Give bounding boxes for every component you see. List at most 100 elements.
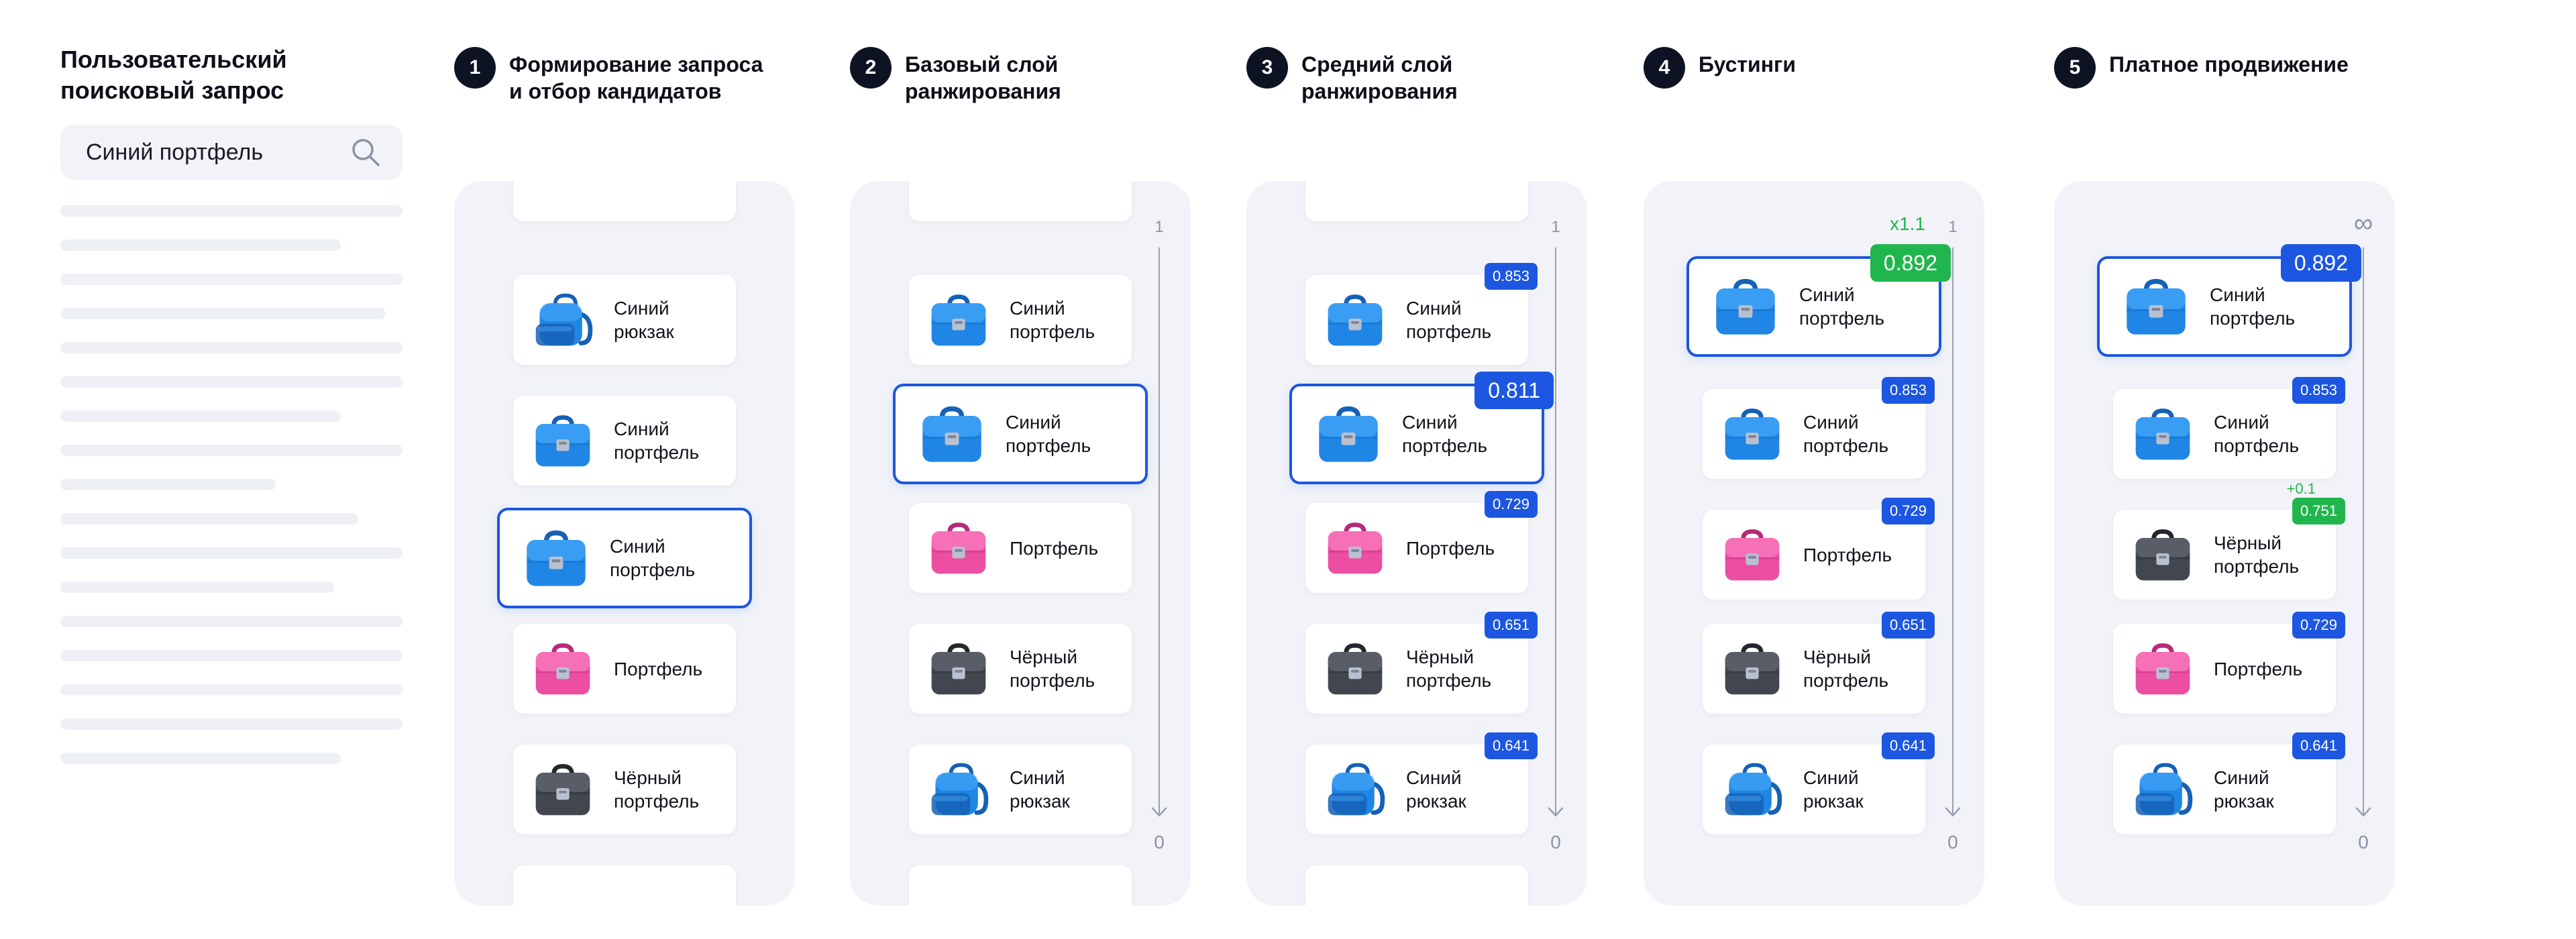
backpack-blue-icon <box>1323 757 1387 822</box>
product-name: Чёрный портфель <box>1010 647 1095 691</box>
axis-line <box>2363 247 2364 814</box>
briefcase-black-icon <box>1323 637 1387 701</box>
briefcase-black-icon <box>2131 522 2195 587</box>
axis-line <box>1159 247 1160 814</box>
product-name: Портфель <box>614 658 703 679</box>
product-name: Синий портфель <box>1402 412 1488 456</box>
card-placeholder-bottom <box>513 865 736 905</box>
product-card: Портфель 0.729 <box>1703 498 1935 600</box>
product-name: Синий портфель <box>1010 298 1095 342</box>
product-card: Синий рюкзак <box>513 275 736 365</box>
briefcase-blue-icon <box>917 399 987 469</box>
product-name: Синий рюкзак <box>1406 767 1466 812</box>
backpack-blue-icon <box>926 757 991 822</box>
stage-header-4: 4 Бустинги <box>1644 47 1796 89</box>
relevance-score-badge: 0.651 <box>1484 612 1538 639</box>
relevance-score-badge: 0.853 <box>1881 377 1935 404</box>
product-name: Синий портфель <box>1803 412 1889 456</box>
search-input[interactable]: Синий портфель <box>86 139 264 165</box>
skeleton-line <box>60 513 358 524</box>
axis-max-label: 1 <box>1155 218 1164 236</box>
stage-header-1: 1 Формирование запроса и отбор кандидатов <box>454 47 763 105</box>
briefcase-blue-icon <box>521 523 591 593</box>
briefcase-black-icon <box>1720 637 1784 701</box>
briefcase-pink-icon <box>1323 516 1387 580</box>
briefcase-blue-icon <box>1323 288 1387 352</box>
briefcase-blue-icon <box>1711 272 1780 341</box>
score-delta: +0.1 <box>2286 480 2316 497</box>
skeleton-line <box>60 274 402 285</box>
axis-max-label: 1 <box>1551 218 1560 236</box>
product-name: Портфель <box>1803 544 1892 565</box>
stage-number: 4 <box>1644 47 1685 89</box>
relevance-score-badge: 0.892 <box>2280 244 2361 282</box>
product-name: Синий портфель <box>2210 284 2296 329</box>
card-placeholder-top <box>909 181 1132 221</box>
product-name: Синий рюкзак <box>1010 767 1070 812</box>
axis-max-label: ∞ <box>2353 209 2373 238</box>
briefcase-pink-icon <box>531 637 595 701</box>
product-name: Чёрный портфель <box>1406 647 1492 691</box>
product-name: Портфель <box>1010 537 1099 559</box>
product-card-selected: Синий портфель <box>893 384 1148 484</box>
product-card: Портфель <box>909 503 1132 593</box>
relevance-score-badge: 0.729 <box>2292 612 2345 639</box>
relevance-score-badge: 0.892 <box>1870 244 1951 282</box>
axis-max-label: 1 <box>1948 218 1957 236</box>
skeleton-line <box>60 410 341 422</box>
product-card: Синий портфель <box>909 275 1132 365</box>
product-card: Чёрный портфель 0.651 <box>1305 612 1538 714</box>
skeleton-line <box>60 308 386 319</box>
stage-title: Формирование запроса и отбор кандидатов <box>509 52 763 103</box>
product-name: Синий портфель <box>1799 284 1885 329</box>
skeleton-line <box>60 582 334 593</box>
product-card: Чёрный портфель <box>513 744 736 834</box>
relevance-score-badge: 0.651 <box>1881 612 1935 639</box>
product-name: Синий рюкзак <box>614 298 674 342</box>
user-query-panel: Пользовательский поисковый запрос Синий … <box>60 44 402 787</box>
stage-title: Средний слой ранжирования <box>1301 52 1458 103</box>
product-name: Синий портфель <box>610 536 696 580</box>
relevance-score-badge: 0.853 <box>2292 377 2345 404</box>
product-name: Синий портфель <box>2214 412 2300 456</box>
card-placeholder-bottom <box>909 865 1132 905</box>
axis-line <box>1952 247 1953 814</box>
stage-title: Бустинги <box>1699 52 1796 76</box>
axis-min-label: 0 <box>1154 832 1165 852</box>
stage-number: 2 <box>850 47 892 89</box>
boost-multiplier: x1.1 <box>1890 213 1925 234</box>
skeleton-line <box>60 445 402 456</box>
skeleton-line <box>60 650 402 661</box>
skeleton-line <box>60 205 402 217</box>
skeleton-line <box>60 616 402 627</box>
stage-number: 1 <box>454 47 496 89</box>
backpack-blue-icon <box>2131 757 2195 822</box>
search-icon[interactable] <box>350 137 381 168</box>
relevance-score-badge: 0.729 <box>1881 498 1935 524</box>
briefcase-blue-icon <box>1720 402 1784 466</box>
search-box[interactable]: Синий портфель <box>60 125 402 180</box>
axis-min-label: 0 <box>1550 832 1561 852</box>
product-card: Синий рюкзак <box>909 744 1132 834</box>
relevance-score-badge: 0.729 <box>1484 491 1538 518</box>
product-name: Синий портфель <box>614 419 700 463</box>
product-name: Синий портфель <box>1406 298 1492 342</box>
axis-min-label: 0 <box>2358 832 2369 852</box>
briefcase-black-icon <box>926 637 991 701</box>
briefcase-pink-icon <box>2131 637 2195 701</box>
product-card: Синий портфель 0.853 <box>2113 377 2345 479</box>
backpack-blue-icon <box>1720 757 1784 822</box>
